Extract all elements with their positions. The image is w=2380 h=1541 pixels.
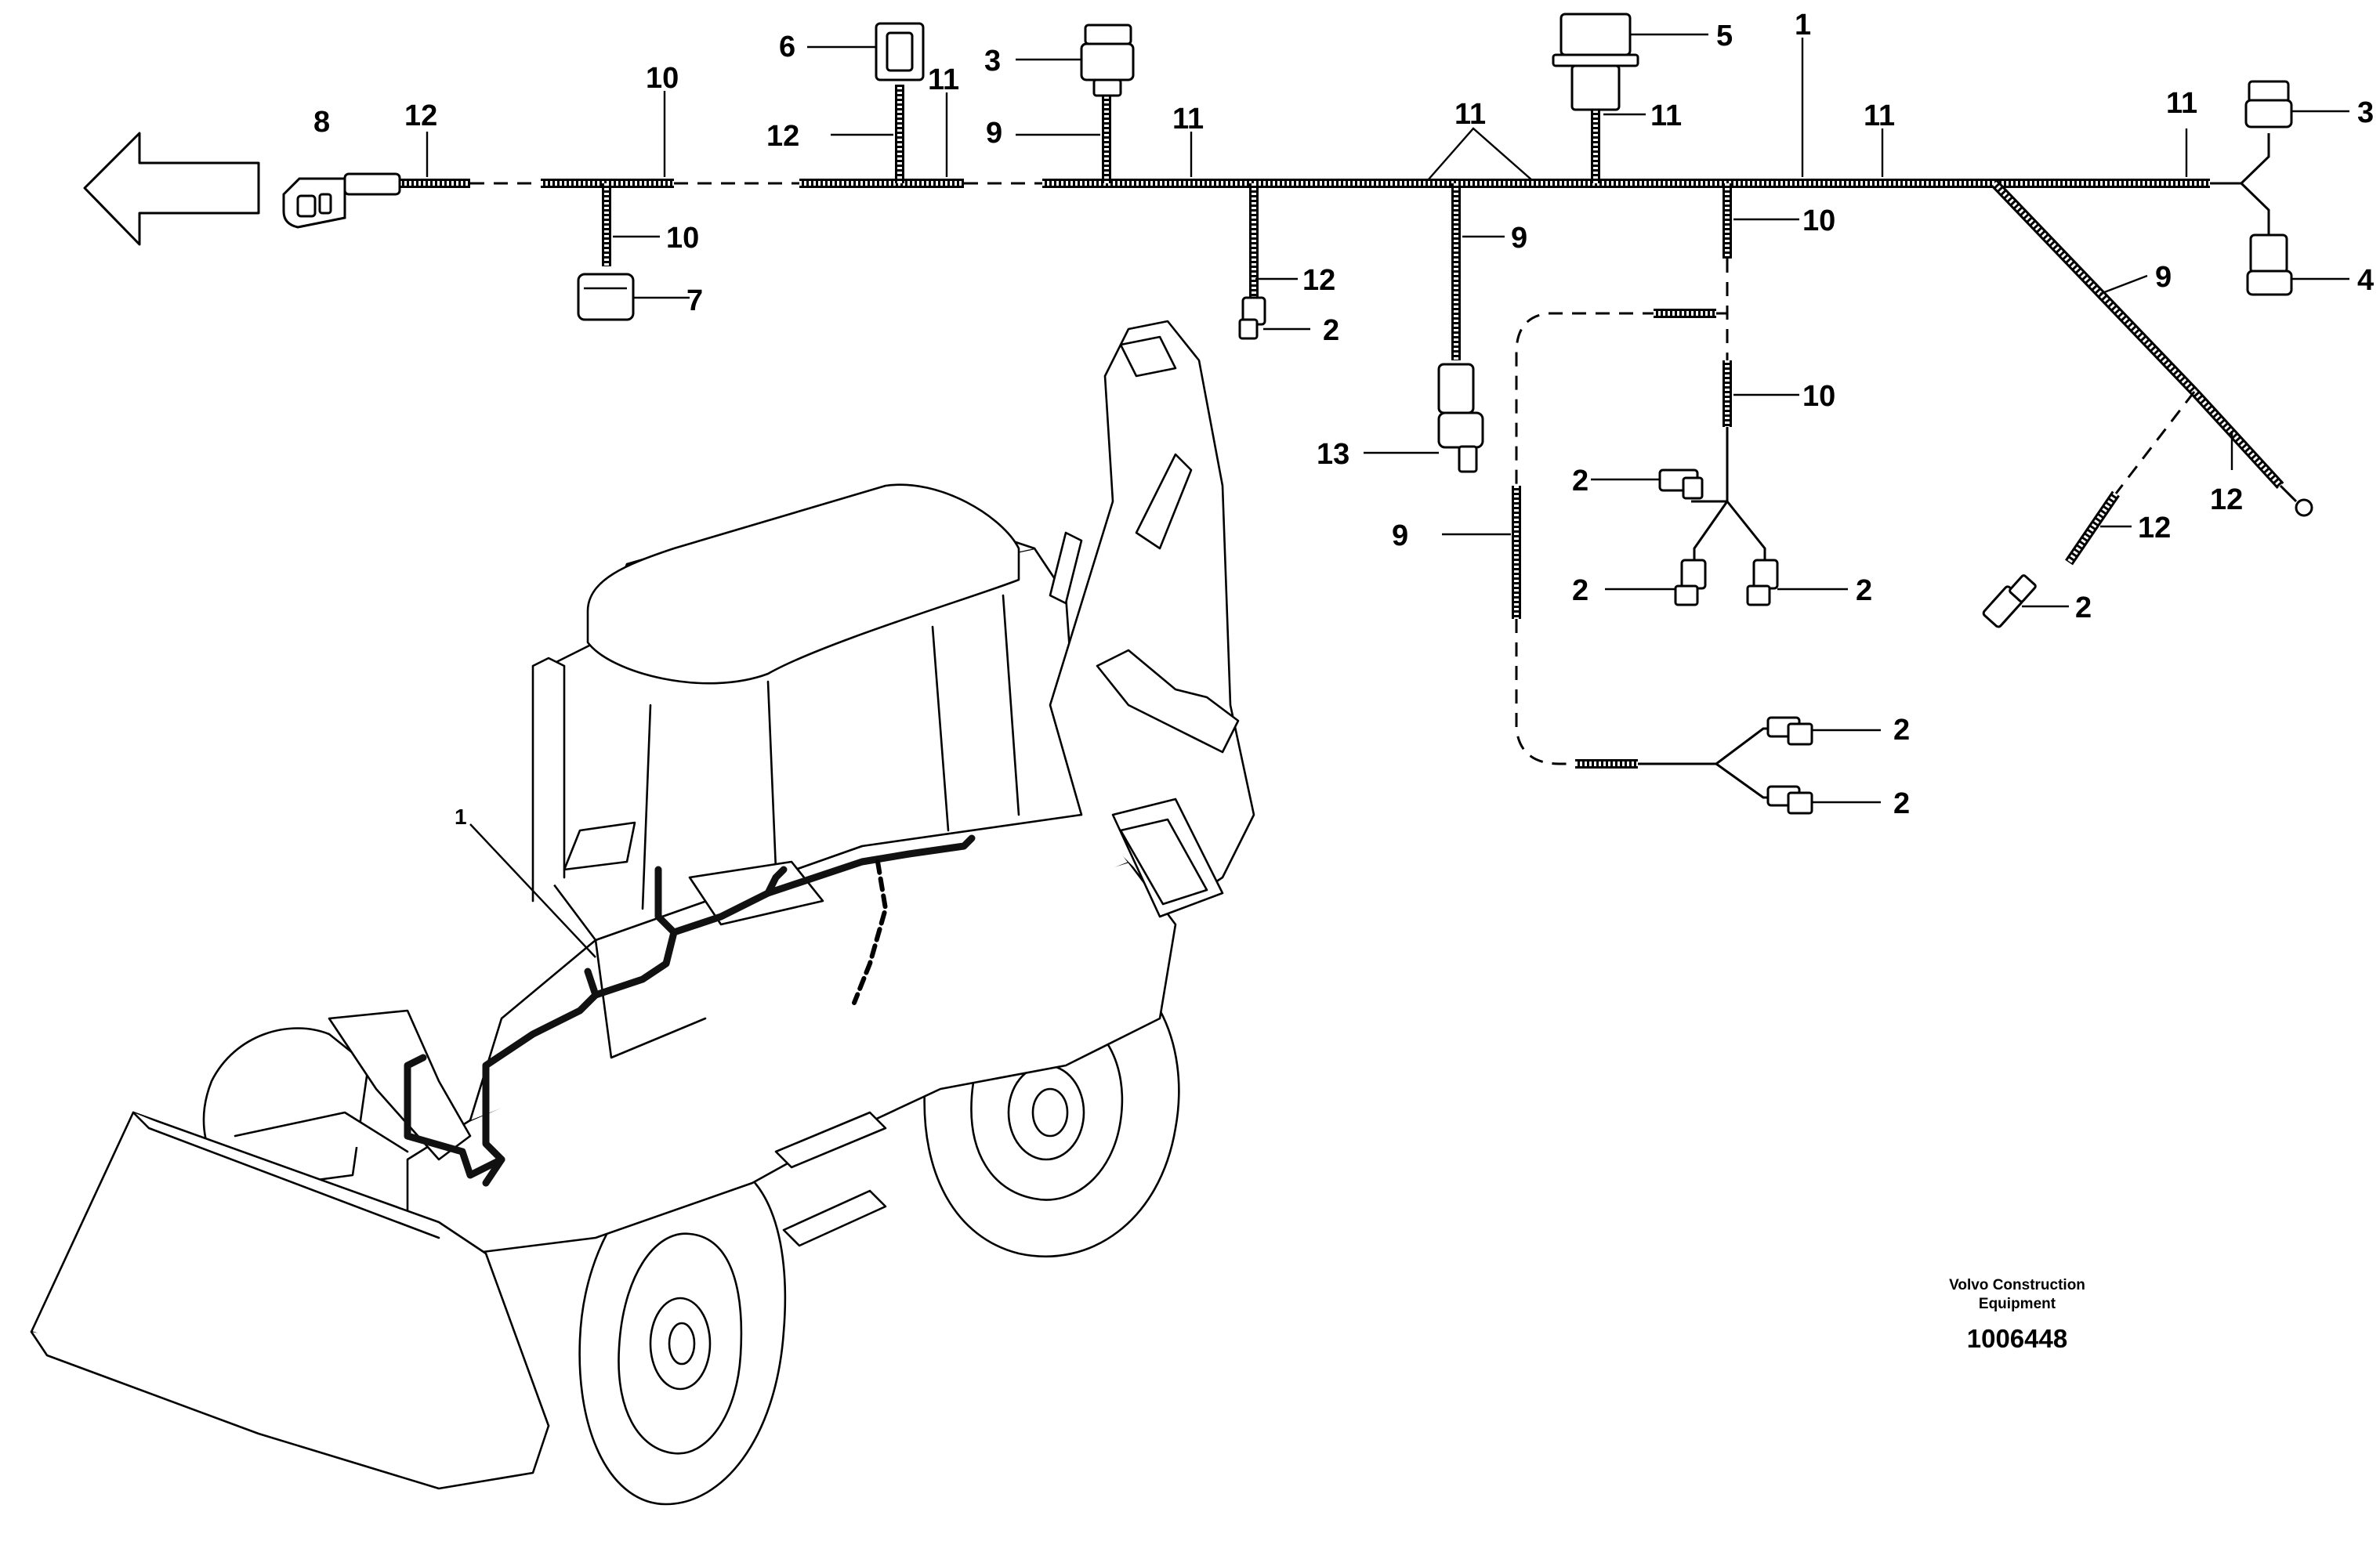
- callout-9-c: 9: [1392, 519, 1408, 552]
- trunk-callout-leaders: [426, 38, 2188, 238]
- callout-1-machine-leader: [469, 823, 596, 958]
- callout-8: 8: [313, 106, 330, 139]
- footer-company-line1: Volvo Construction: [1949, 1277, 2085, 1293]
- callout-2-b: 2: [1572, 465, 1588, 497]
- branch-to-connectors-2-center: [1442, 183, 1881, 815]
- callout-12-e: 12: [2210, 483, 2243, 516]
- branch-to-connector-2-a: [1238, 183, 1310, 340]
- connector-4: [2246, 233, 2349, 296]
- branch-to-connector-13: [1364, 183, 1505, 473]
- callout-4: 4: [2357, 264, 2374, 297]
- drawing-footer: Volvo Construction Equipment 1006448: [1949, 1277, 2085, 1353]
- callout-12-c: 12: [1302, 264, 1335, 297]
- callout-2-a: 2: [1323, 314, 1339, 347]
- callout-13: 13: [1317, 438, 1349, 471]
- callout-10-c: 10: [1802, 204, 1835, 237]
- callout-12-b: 12: [766, 120, 799, 153]
- callout-12-a: 12: [404, 99, 437, 132]
- callout-11-leaders-center: [1427, 127, 1533, 181]
- branch-to-connector-7: [577, 183, 690, 321]
- callout-6: 6: [779, 31, 795, 63]
- connector-3-right: [2244, 80, 2349, 128]
- callout-1-top: 1: [1795, 9, 1811, 42]
- callout-11-e: 11: [1864, 99, 1895, 132]
- connector-8: [282, 172, 401, 229]
- footer-company-line2: Equipment: [1979, 1296, 2056, 1312]
- callout-9-a: 9: [986, 117, 1002, 150]
- callout-11-b: 11: [1172, 103, 1204, 136]
- main-harness-trunk: [400, 133, 2270, 235]
- callout-2-d: 2: [1856, 574, 1872, 607]
- branch-to-connector-5: [1552, 13, 1708, 183]
- callout-10-b: 10: [666, 222, 699, 255]
- callout-2-g: 2: [2075, 591, 2092, 624]
- callout-3-right: 3: [2357, 96, 2374, 129]
- callout-9-b: 9: [1511, 222, 1527, 255]
- callout-7: 7: [686, 284, 703, 317]
- callout-3-left: 3: [984, 45, 1001, 78]
- callout-5: 5: [1716, 20, 1733, 52]
- callout-1-machine: 1: [455, 805, 467, 829]
- callout-2-e: 2: [1893, 714, 1910, 747]
- branch-to-connector-6: [807, 22, 925, 183]
- callout-labels: 1 1 2 2 2 2 2 2 2 3 3 4 5 6 7 8 9 9 9 9 …: [313, 9, 2374, 829]
- callout-12-d: 12: [2138, 512, 2171, 544]
- callout-2-f: 2: [1893, 787, 1910, 820]
- callout-11-f: 11: [2166, 87, 2197, 120]
- callout-9-d: 9: [2155, 261, 2172, 294]
- callout-2-c: 2: [1572, 574, 1588, 607]
- forward-direction-arrow-icon: [83, 132, 260, 246]
- diagonal-branch-to-ring-terminal: [1982, 179, 2313, 628]
- callout-10-a: 10: [646, 62, 679, 95]
- branch-to-connector-3-left: [1016, 24, 1135, 183]
- callout-11-d: 11: [1650, 99, 1682, 132]
- callout-10-d: 10: [1802, 380, 1835, 413]
- callout-11-a: 11: [928, 63, 959, 96]
- callout-11-c: 11: [1454, 98, 1486, 131]
- footer-drawing-number: 1006448: [1967, 1324, 2067, 1353]
- backhoe-loader-illustration: [30, 320, 1255, 1506]
